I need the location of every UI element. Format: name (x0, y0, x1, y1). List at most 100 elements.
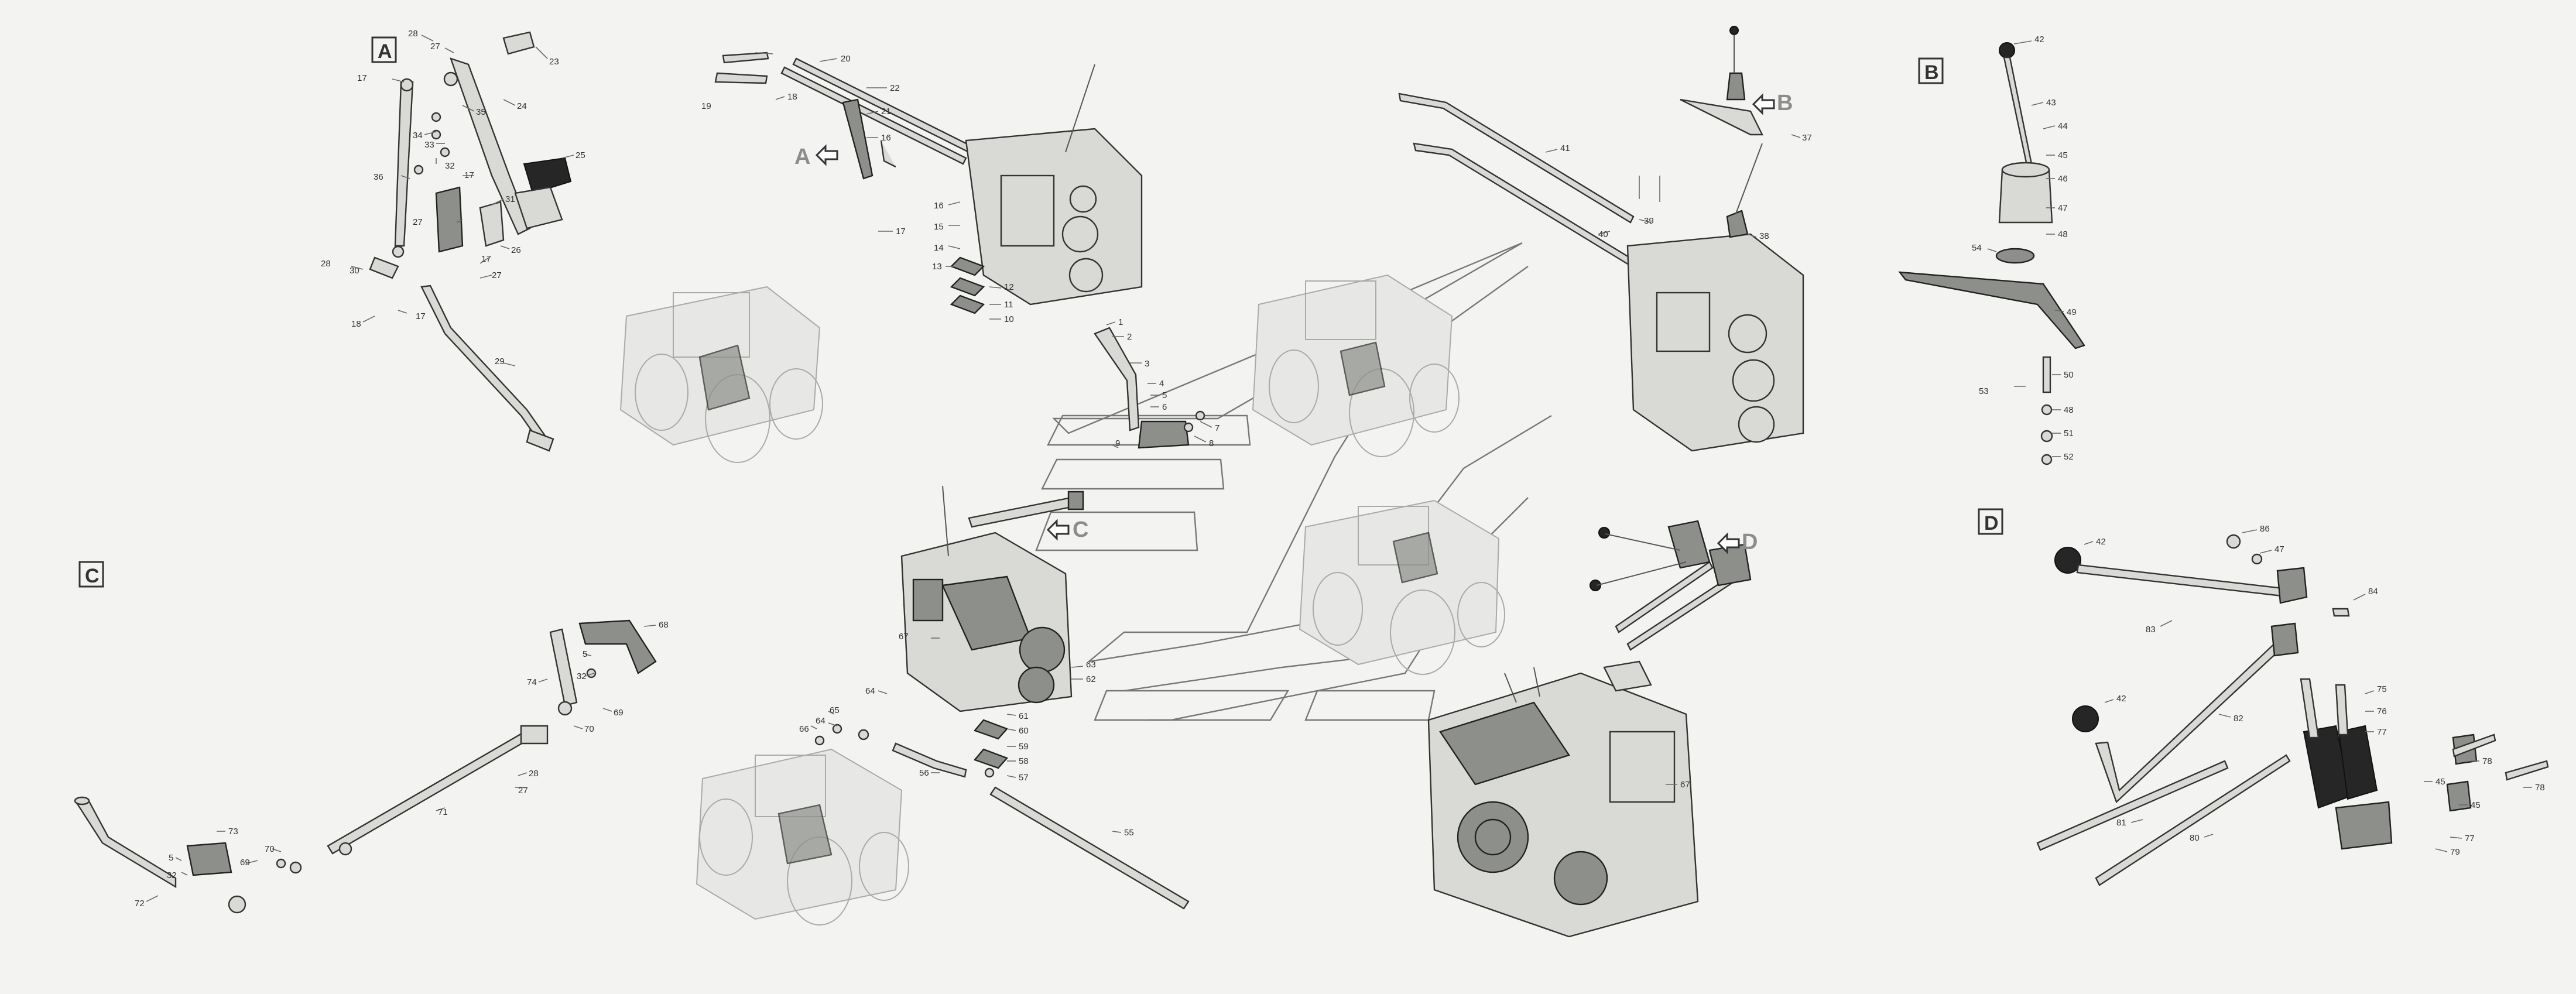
callout: 67 (1680, 780, 1690, 790)
callout: 69 (614, 708, 624, 718)
callout: 41 (1560, 143, 1570, 153)
callout: 27 (492, 270, 502, 280)
callout: 78 (2535, 783, 2545, 793)
callout: 64 (865, 686, 875, 696)
callout: 80 (2190, 833, 2200, 843)
callout: 28 (529, 769, 539, 779)
callout: 17 (416, 311, 426, 321)
callout: 74 (527, 677, 537, 687)
callout: 39 (1644, 216, 1654, 226)
callout: 72 (135, 899, 145, 909)
pointer-c-label: C (1073, 517, 1088, 542)
callout: 77 (2377, 727, 2387, 737)
callout: 42 (2116, 694, 2126, 704)
section-a: A (321, 29, 585, 452)
callout: 40 (1598, 229, 1608, 239)
callout: 23 (549, 57, 559, 67)
callout: 48 (2064, 405, 2074, 415)
callout: 22 (890, 83, 900, 93)
callout: 79 (2450, 847, 2460, 857)
callout: 32 (167, 870, 177, 880)
callout: 55 (1124, 828, 1134, 838)
callout: 18 (351, 319, 361, 329)
callout: 33 (424, 140, 434, 150)
callout: 67 (899, 632, 909, 642)
callout: 24 (517, 101, 527, 111)
callout: 78 (2482, 756, 2492, 766)
callout: 14 (934, 243, 944, 253)
callout: 15 (934, 222, 944, 232)
pointer-b-label: B (1777, 91, 1793, 115)
callout: 27 (518, 786, 528, 796)
callout: 28 (321, 259, 331, 269)
callout: 84 (2368, 587, 2378, 597)
callout: 29 (495, 357, 505, 366)
callout: 56 (919, 768, 929, 778)
callout: 5 (1162, 390, 1167, 400)
callout: 34 (413, 131, 423, 140)
d-cluster: D (1590, 520, 1758, 651)
center-bottom-assembly: 67 63 62 61 60 59 58 57 64 65 66 64 56 5… (799, 485, 1190, 910)
callout: 70 (265, 844, 275, 854)
callout: 5 (583, 649, 587, 659)
callout: 70 (584, 724, 594, 734)
callout: 51 (2064, 429, 2074, 438)
callout: 76 (2377, 707, 2387, 717)
pointer-a-label: A (794, 145, 810, 169)
callout: 81 (2116, 818, 2126, 828)
callout: 45 (2435, 777, 2445, 787)
callout: 32 (445, 161, 455, 171)
callout: 43 (2046, 98, 2056, 108)
callout: 64 (816, 716, 825, 726)
callout: 52 (2064, 452, 2074, 462)
callout: 49 (2067, 307, 2077, 317)
callout: 10 (1004, 314, 1014, 324)
callout: 53 (1979, 386, 1989, 396)
tractor-ghost-center-right (1299, 499, 1505, 675)
callout: 17 (464, 170, 474, 180)
callout: 38 (1759, 231, 1769, 241)
callout: 66 (799, 724, 809, 734)
callout: 17 (481, 254, 491, 264)
section-d: D (1978, 508, 2549, 886)
callout: 7 (1215, 423, 1220, 433)
callout: 68 (659, 620, 669, 630)
callout: 45 (2058, 150, 2068, 160)
callout: 63 (1086, 660, 1096, 670)
callout: 5 (169, 853, 173, 863)
callout: 17 (357, 73, 367, 83)
section-a-label: A (378, 40, 392, 63)
callout: 8 (1209, 438, 1214, 448)
tractor-ghost-top-left (619, 286, 823, 463)
callout: 31 (505, 194, 515, 204)
callout: 26 (511, 245, 521, 255)
callout: 73 (228, 827, 238, 837)
section-b-label: B (1924, 61, 1939, 84)
section-c: C C (74, 517, 1088, 914)
callout: 69 (240, 858, 250, 868)
callout: 75 (2377, 684, 2387, 694)
callout: 18 (787, 92, 797, 102)
callout: 30 (350, 266, 359, 276)
section-c-label: C (85, 565, 100, 587)
callout: 46 (2058, 174, 2068, 184)
callout: 60 (1019, 726, 1029, 736)
callout: 71 (438, 807, 448, 817)
callout: 32 (577, 671, 587, 681)
callout: 9 (1115, 438, 1120, 448)
pointer-d-label: D (1742, 530, 1758, 554)
callout: 42 (2096, 537, 2106, 547)
right-top-assembly: B 41 40 39 38 37 (1398, 26, 1812, 452)
callout: 27 (430, 42, 440, 52)
callout: 65 (830, 705, 840, 715)
tractor-ghost-top-right (1252, 274, 1460, 457)
callout: 47 (2058, 203, 2068, 213)
gearbox-main: 67 (1427, 660, 1699, 938)
callout: 20 (841, 54, 851, 64)
callout: 45 (2471, 800, 2481, 810)
tractor-ghost-bottom-left (696, 748, 909, 926)
callout: 6 (1162, 402, 1167, 412)
callout: 36 (374, 172, 383, 182)
callout: 16 (934, 201, 944, 211)
callout: 2 (1127, 332, 1132, 342)
